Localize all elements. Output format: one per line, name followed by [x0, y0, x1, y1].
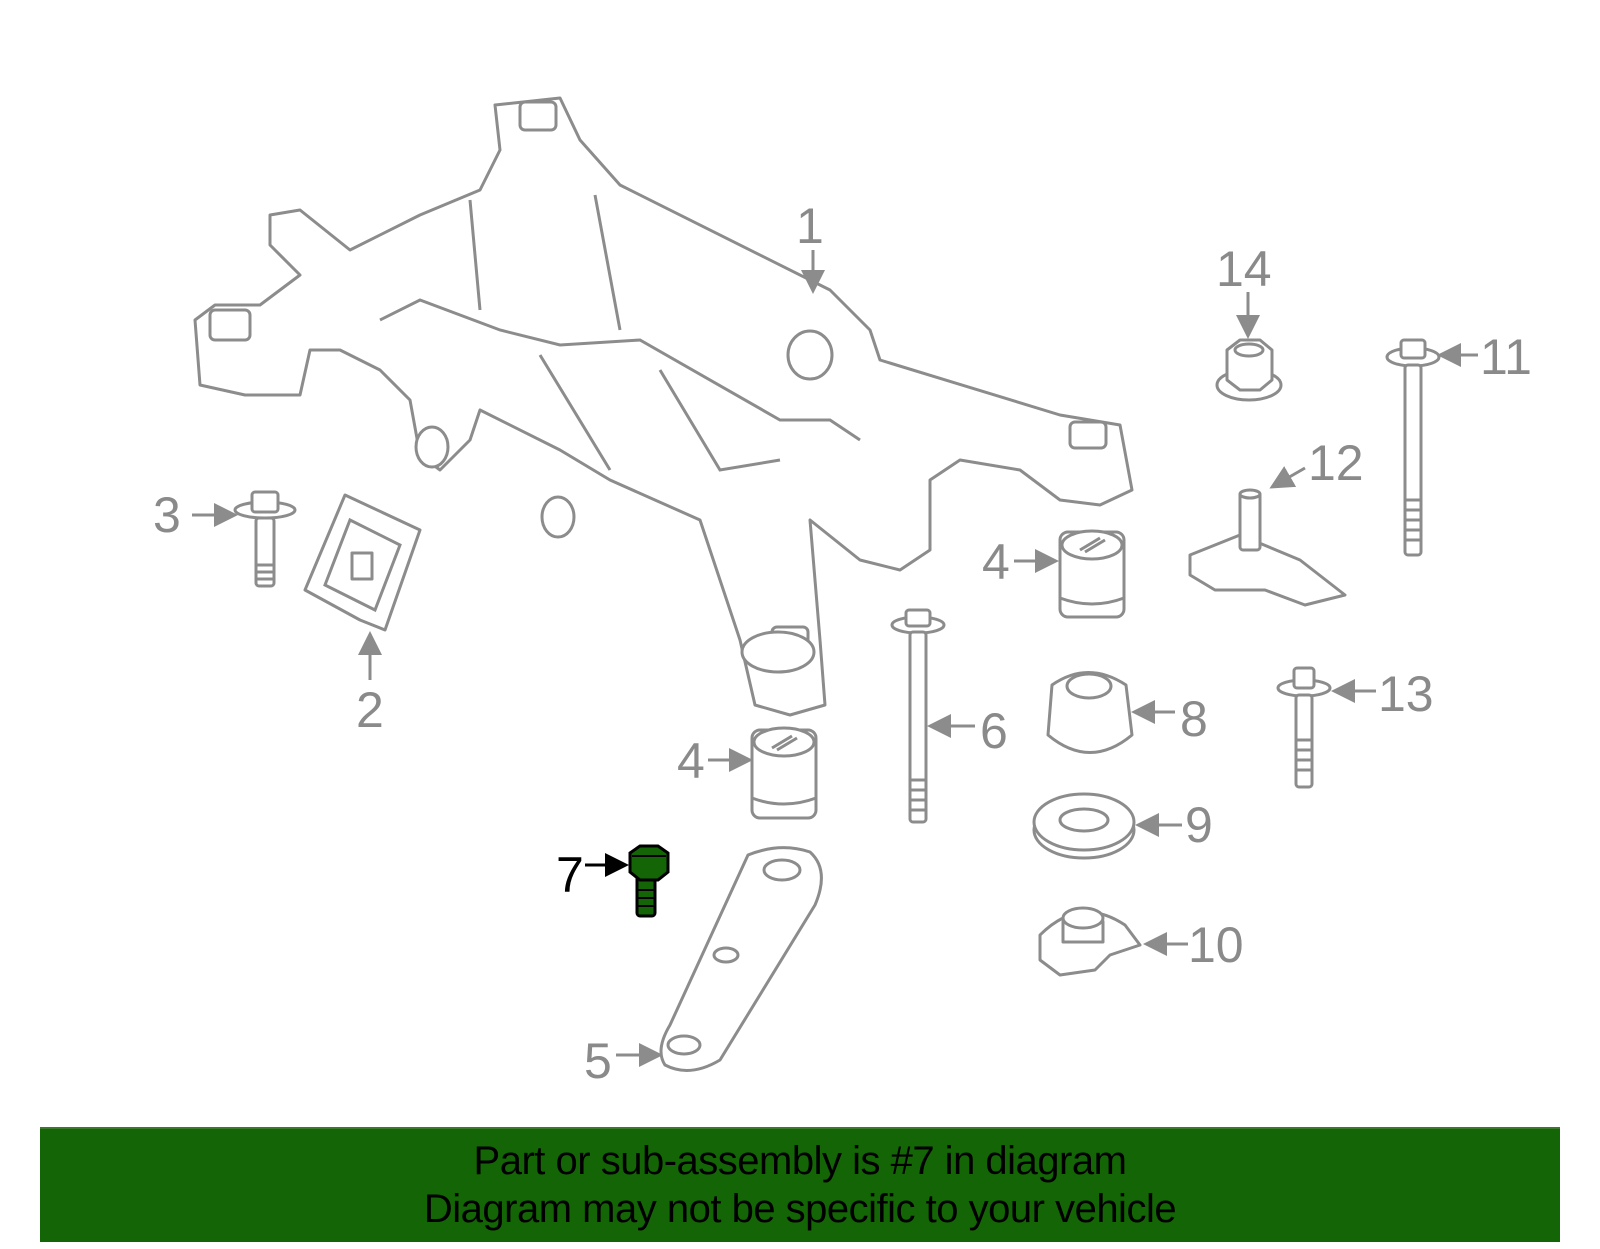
part-2-bracket[interactable]	[303, 493, 422, 632]
part-13-bolt[interactable]	[1276, 666, 1332, 789]
callout-9: 9	[1185, 797, 1213, 853]
callout-arrow	[1269, 466, 1306, 489]
callout-11: 11	[1480, 329, 1532, 385]
callout-13: 13	[1378, 666, 1434, 722]
part-6-bolt[interactable]	[890, 608, 946, 824]
part-7-bolt-highlighted[interactable]	[628, 844, 670, 918]
callout-1: 1	[796, 198, 824, 254]
callout-3: 3	[153, 487, 181, 543]
part-1-crossmember[interactable]	[193, 96, 1134, 717]
callout-2: 2	[356, 682, 384, 738]
callout-6: 6	[980, 703, 1008, 759]
part-14-nut[interactable]	[1215, 338, 1283, 402]
callout-12: 12	[1308, 435, 1364, 491]
callout-8: 8	[1180, 691, 1208, 747]
part-12-bracket[interactable]	[1188, 488, 1347, 607]
callout-7: 7	[556, 847, 584, 903]
part-3-bolt[interactable]	[233, 490, 297, 588]
banner-disclaimer: Diagram may not be specific to your vehi…	[423, 1187, 1177, 1231]
part-5-plate[interactable]	[659, 846, 823, 1072]
part-4-bushing[interactable]	[1058, 529, 1126, 619]
callout-4: 4	[677, 733, 705, 789]
banner-part-note: Part or sub-assembly is #7 in diagram	[473, 1139, 1127, 1183]
callout-10: 10	[1188, 917, 1244, 973]
callout-5: 5	[584, 1033, 612, 1089]
part-10-mount[interactable]	[1038, 906, 1142, 977]
info-banner: Part or sub-assembly is #7 in diagram Di…	[40, 1127, 1560, 1242]
callout-14: 14	[1216, 241, 1272, 297]
part-11-bolt[interactable]	[1385, 338, 1441, 557]
part-4-bushing[interactable]	[750, 726, 818, 820]
part-8-mount[interactable]	[1046, 671, 1134, 754]
part-9-washer[interactable]	[1032, 792, 1136, 860]
callout-4: 4	[982, 534, 1010, 590]
